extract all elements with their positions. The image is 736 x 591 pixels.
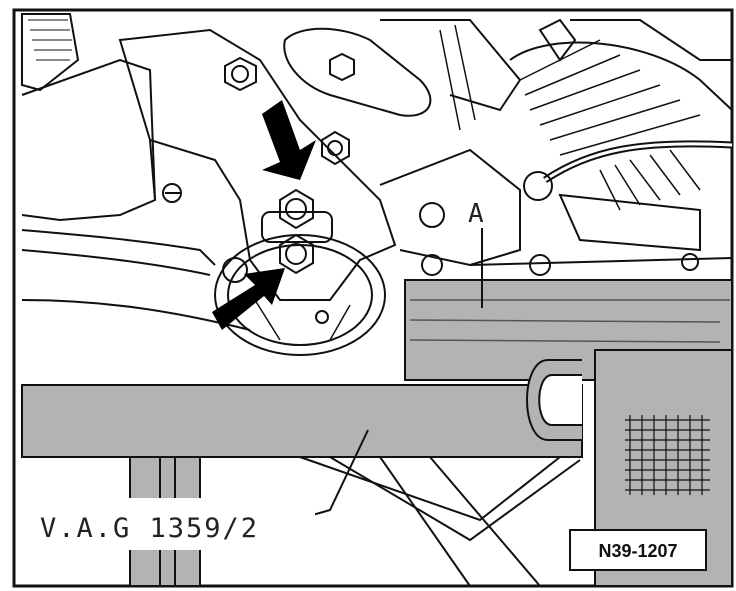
engine-linework bbox=[21, 13, 733, 356]
tool-label: V.A.G 1359/2 bbox=[40, 513, 259, 544]
support-tool bbox=[21, 279, 733, 587]
callout-a-label: A bbox=[468, 199, 484, 229]
arrow-down-icon bbox=[262, 100, 316, 180]
arrow-diagonal-icon bbox=[212, 268, 285, 330]
tool-mesh bbox=[625, 415, 710, 495]
reference-number: N39-1207 bbox=[598, 541, 677, 561]
tool-crossbar bbox=[21, 384, 583, 458]
reference-box: N39-1207 bbox=[569, 529, 707, 571]
